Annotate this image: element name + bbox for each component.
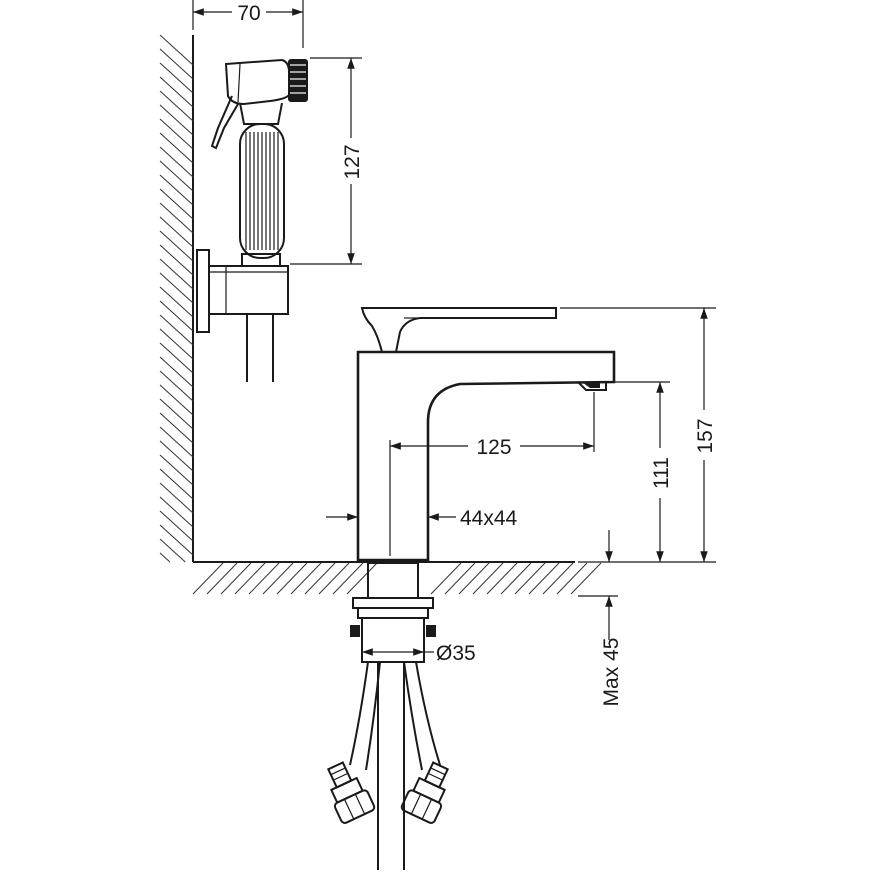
dimension-label-125: 125 (476, 436, 511, 459)
hand-spray (196, 58, 308, 382)
dimension-body-section: 44x44 (326, 507, 518, 530)
countertop-hatch (192, 561, 602, 595)
dimension-spout-reach: 125 (389, 392, 595, 556)
dimension-label-127: 127 (341, 144, 364, 179)
wall-hatch (159, 34, 194, 563)
dimension-label-diameter: Ø35 (436, 642, 476, 665)
mixer-body (356, 307, 616, 562)
dimension-outlet-height: 111 (614, 381, 673, 562)
dimension-spray-height: 127 (290, 57, 364, 265)
dimension-max-thickness: Max 45 (578, 530, 623, 706)
dimension-label-157: 157 (694, 418, 717, 453)
dimension-label-111: 111 (650, 457, 673, 489)
dimension-spray-width: 70 (192, 0, 304, 48)
dimension-label-44x44: 44x44 (460, 507, 518, 530)
dimension-label-max45: Max 45 (600, 638, 623, 707)
dimension-label-70: 70 (237, 2, 260, 25)
dimension-hole-diameter: Ø35 (362, 642, 476, 665)
mixer-mounting (326, 562, 450, 870)
dimension-overall-height: 157 (560, 307, 717, 563)
